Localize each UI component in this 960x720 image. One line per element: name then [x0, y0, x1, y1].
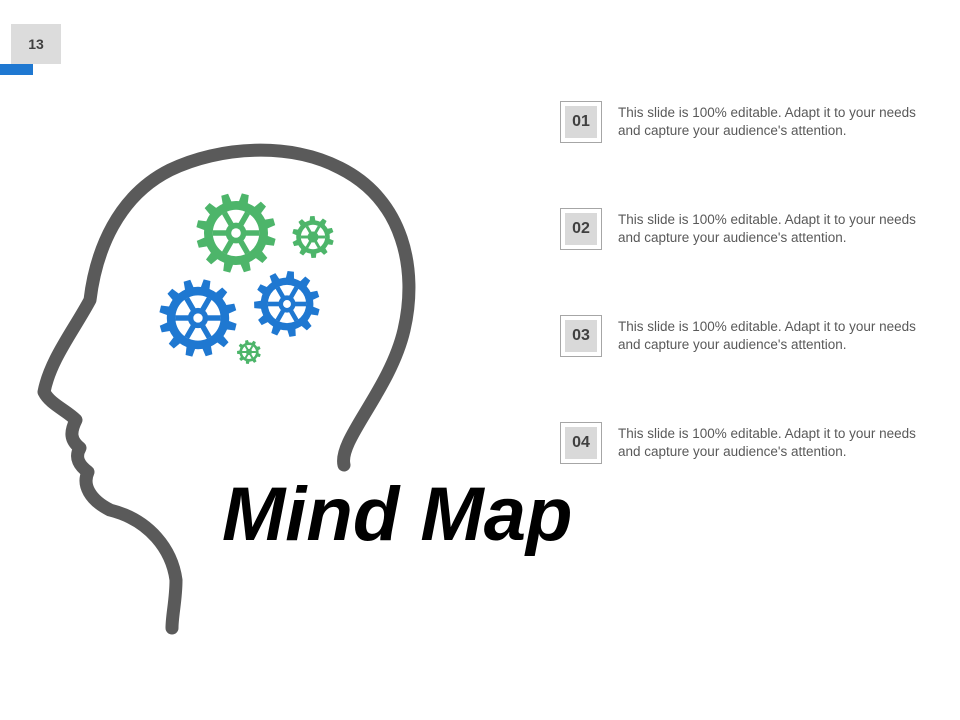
number-box: 01: [560, 101, 602, 143]
item-number: 04: [565, 427, 597, 459]
slide-title: Mind Map: [222, 472, 573, 557]
gear-tiny-green-icon: [237, 340, 261, 364]
gear-medium-blue-icon: [254, 271, 320, 337]
gear-large-green-icon: [196, 193, 276, 273]
list-item: 01 This slide is 100% editable. Adapt it…: [560, 101, 940, 145]
item-text: This slide is 100% editable. Adapt it to…: [618, 319, 916, 352]
item-number: 02: [565, 213, 597, 245]
list-item: 03 This slide is 100% editable. Adapt it…: [560, 315, 940, 359]
number-box: 02: [560, 208, 602, 250]
gear-small-green-icon: [292, 216, 334, 258]
list-item: 02 This slide is 100% editable. Adapt it…: [560, 208, 940, 252]
page-number: 13: [11, 24, 61, 64]
number-box: 03: [560, 315, 602, 357]
item-text: This slide is 100% editable. Adapt it to…: [618, 105, 916, 138]
accent-bar: [0, 64, 33, 75]
item-number: 01: [565, 106, 597, 138]
gear-large-blue-icon: [159, 279, 237, 357]
item-text: This slide is 100% editable. Adapt it to…: [618, 212, 916, 245]
number-box: 04: [560, 422, 602, 464]
head-illustration: [37, 143, 416, 635]
list-item: 04 This slide is 100% editable. Adapt it…: [560, 422, 940, 466]
head-silhouette-icon: [37, 143, 416, 635]
item-text: This slide is 100% editable. Adapt it to…: [618, 426, 916, 459]
item-number: 03: [565, 320, 597, 352]
